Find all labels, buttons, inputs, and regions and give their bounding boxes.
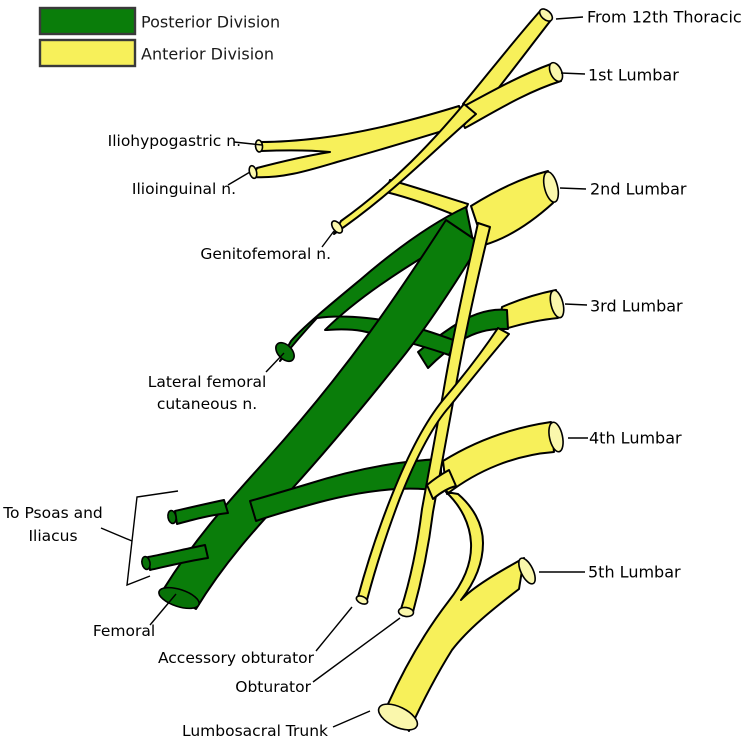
obturator-end-cap <box>397 606 415 618</box>
label-femoral: Femoral <box>93 622 155 640</box>
2nd-lumbar-end-cap <box>542 171 560 203</box>
label-iliohypogastric: Iliohypogastric n. <box>108 132 241 150</box>
l4-posterior-band <box>249 458 442 522</box>
leader-ilioinguinal <box>227 171 251 186</box>
legend-label-posterior: Posterior Division <box>141 13 280 32</box>
femoral-nerve-trunk <box>162 219 481 610</box>
label-4th-lumbar: 4th Lumbar <box>589 429 682 448</box>
label-2nd-lumbar: 2nd Lumbar <box>590 180 687 199</box>
label-lumbosacral-trunk: Lumbosacral Trunk <box>182 722 328 740</box>
psoas-iliacus-branch-lower <box>147 544 209 571</box>
psoas-iliacus-branch-upper <box>174 499 229 525</box>
femoral-end-cap <box>158 586 200 610</box>
psoas-lower-end-cap <box>141 555 151 571</box>
label-lateral-femoral-cutaneous-line2: cutaneous n. <box>157 395 257 413</box>
iliohypogastric-ilioinguinal-tube <box>252 105 466 179</box>
1st-lumbar-end-cap <box>548 61 564 83</box>
leader-obturator <box>312 617 401 683</box>
anterior-end-caps <box>248 8 565 731</box>
label-ilioinguinal: Ilioinguinal n. <box>132 180 236 198</box>
leader-lateral-femoral-cutaneous <box>265 352 285 373</box>
nerve-labels: Iliohypogastric n. Ilioinguinal n. Genit… <box>2 132 331 740</box>
legend-swatch-posterior <box>38 6 137 36</box>
psoas-upper-end-cap <box>167 509 177 525</box>
lumbosacral-trunk-and-5th-lumbar-tube <box>387 491 525 732</box>
leader-12th-thoracic <box>555 16 584 20</box>
leader-genitofemoral <box>321 230 335 248</box>
label-3rd-lumbar: 3rd Lumbar <box>590 297 683 316</box>
posterior-division-layer <box>141 206 509 610</box>
iliohypogastric-end-cap <box>254 139 264 153</box>
5th-lumbar-end-cap <box>518 557 536 585</box>
lumbosacral-trunk-end-cap <box>377 703 419 731</box>
anterior-division-back-layer <box>252 9 562 495</box>
label-5th-lumbar: 5th Lumbar <box>588 563 681 582</box>
leader-lumbosacral-trunk <box>332 710 371 728</box>
leader-accessory-obturator <box>315 606 353 652</box>
spinal-root-labels: From 12th Thoracic 1st Lumbar 2nd Lumbar… <box>587 8 742 582</box>
genitofemoral-end-cap <box>330 220 344 234</box>
label-genitofemoral: Genitofemoral n. <box>200 245 331 263</box>
psoas-iliacus-bracket <box>126 490 179 587</box>
label-accessory-obturator: Accessory obturator <box>158 649 315 667</box>
leader-2nd-lumbar <box>559 187 587 190</box>
3rd-lumbar-end-cap <box>549 289 565 319</box>
label-1st-lumbar: 1st Lumbar <box>588 66 679 85</box>
12th-thoracic-end-cap <box>538 8 554 22</box>
leader-1st-lumbar <box>560 72 586 75</box>
root-4th-lumbar-funnel <box>442 421 555 495</box>
legend-swatch-anterior <box>38 38 137 68</box>
root-1st-lumbar-tube <box>456 63 562 129</box>
l4-to-obturator-connector <box>426 469 457 500</box>
label-psoas-iliacus-line2: Iliacus <box>28 527 77 545</box>
label-12th-thoracic: From 12th Thoracic <box>587 8 742 27</box>
leader-lines <box>100 16 588 728</box>
l2-posterior-band-and-lateral-femoral-cutaneous <box>279 206 475 362</box>
legend-label-anterior: Anterior Division <box>141 45 274 64</box>
leader-3rd-lumbar <box>564 303 588 306</box>
anterior-division-front-layer <box>357 222 525 732</box>
label-obturator: Obturator <box>235 678 311 696</box>
4th-lumbar-end-cap <box>548 421 564 453</box>
label-psoas-iliacus-line1: To Psoas and <box>2 504 103 522</box>
leader-psoas-iliacus <box>100 527 133 542</box>
genitofemoral-tube <box>333 103 477 235</box>
leader-iliohypogastric <box>233 141 263 146</box>
accessory-obturator-end-cap <box>355 595 369 605</box>
legend: Posterior Division Anterior Division <box>38 6 280 68</box>
leader-femoral <box>149 593 177 626</box>
label-lateral-femoral-cutaneous-line1: Lateral femoral <box>148 373 267 391</box>
